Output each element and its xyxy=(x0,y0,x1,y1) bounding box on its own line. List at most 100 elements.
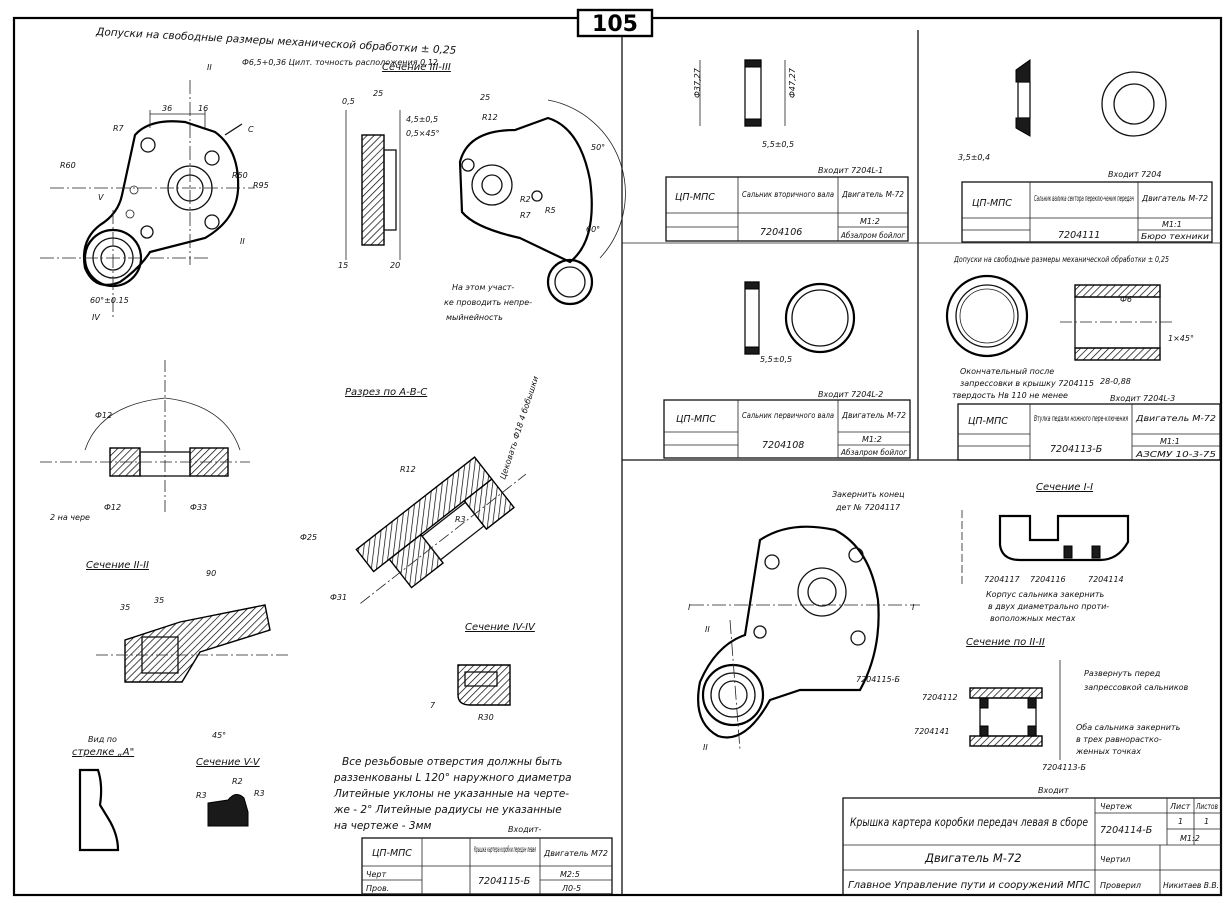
assembly-note-b1: Развернуть перед xyxy=(1084,669,1161,678)
seal-1-dim: 5,5±0,5 xyxy=(762,140,794,149)
section-3-drawing: 25 0,5 4,5±0,5 0,5×45° 15 20 xyxy=(338,89,440,270)
svg-text:R95: R95 xyxy=(253,181,269,190)
assembly-note-a1: Корпус сальника закернить xyxy=(986,590,1104,599)
part-7204141: 7204141 xyxy=(914,727,950,736)
block2-enters: Входит 7204 xyxy=(1108,170,1161,179)
cut-abc-drawing xyxy=(355,456,527,604)
svg-text:35: 35 xyxy=(154,596,164,605)
bush-note-3: твердость Нв 110 не менее xyxy=(952,391,1068,400)
block3-number: 7204108 xyxy=(762,440,804,451)
block2-product: Двигатель М-72 xyxy=(1141,194,1208,203)
main-sheet-label: Лист xyxy=(1169,802,1191,811)
main-enters: Входит xyxy=(1038,786,1069,795)
svg-text:45°: 45° xyxy=(212,731,226,740)
svg-text:0,5: 0,5 xyxy=(342,97,355,106)
section-2-title: Сечение II-II xyxy=(86,560,149,571)
left-product: Двигатель М72 xyxy=(543,849,608,858)
svg-text:90: 90 xyxy=(206,569,216,578)
hole-callout: Ф6,5+0,36 Цилт. точность расположения 0,… xyxy=(242,58,438,67)
bush-title-block: Входит 7204L-3 ЦП-МПС Втулка педали ножн… xyxy=(957,394,1221,461)
block1-org: ЦП-МПС xyxy=(675,192,715,203)
block3-enters: Входит 7204L-2 xyxy=(818,390,883,399)
general-note-5: на чертеже - 3мм xyxy=(334,820,432,832)
page-number-box: 105 xyxy=(576,8,654,38)
svg-text:0,5×45°: 0,5×45° xyxy=(406,129,440,138)
part-7204115b: 7204115-Б xyxy=(856,675,901,684)
svg-text:I: I xyxy=(912,603,915,612)
svg-text:II: II xyxy=(705,625,710,634)
svg-text:R3: R3 xyxy=(254,789,265,798)
block4-scale: М1:1 xyxy=(1160,437,1180,446)
assembly-sec2-title: Сечение по II-II xyxy=(966,637,1045,648)
seal-2-dim: 3,5±0,4 xyxy=(958,153,990,162)
svg-text:4,5±0,5: 4,5±0,5 xyxy=(406,115,438,124)
left-checked-label: Пров. xyxy=(366,884,389,893)
seal-1-title-block: Входит 7204L-1 ЦП-МПС Сальник вторичного… xyxy=(665,166,909,242)
part-7204113b: 7204113-Б xyxy=(1042,763,1087,772)
svg-text:15: 15 xyxy=(338,261,348,270)
main-title-block: Входит Крышка картера коробки передач ле… xyxy=(842,786,1222,896)
svg-text:60°: 60° xyxy=(586,225,600,234)
svg-text:R12: R12 xyxy=(400,465,416,474)
svg-text:R12: R12 xyxy=(482,113,498,122)
block1-enters: Входит 7204L-1 xyxy=(818,166,883,175)
area-note-1: На этом участ- xyxy=(452,283,514,292)
view-a-title-1: Вид по xyxy=(88,735,117,744)
part-7204116: 7204116 xyxy=(1030,575,1066,584)
main-sheets: 1 xyxy=(1204,817,1209,826)
svg-text:II: II xyxy=(703,743,708,752)
svg-text:16: 16 xyxy=(198,104,208,113)
section-5-title: Сечение V-V xyxy=(196,757,261,768)
left-number: 7204115-Б xyxy=(478,876,531,887)
svg-text:25: 25 xyxy=(373,89,383,98)
left-title-block: Входит- ЦП-МПС Черт Пров. Крышка картера… xyxy=(361,825,613,895)
assembly-sec1-drawing xyxy=(961,510,1130,585)
svg-text:Ф12: Ф12 xyxy=(104,503,121,512)
svg-text:R3: R3 xyxy=(455,515,466,524)
svg-text:R3: R3 xyxy=(196,791,207,800)
main-org: Главное Управление пути и сооружений МПС xyxy=(848,880,1090,891)
block4-part: Втулка педали ножного пере-ключения xyxy=(1034,414,1128,423)
seal-3-drawing: 5,5±0,5 xyxy=(744,281,856,364)
main-drawing-label: Чертеж xyxy=(1100,802,1133,811)
block3-product: Двигатель М-72 xyxy=(841,411,906,420)
svg-text:R7: R7 xyxy=(113,124,125,133)
svg-text:R7: R7 xyxy=(520,211,532,220)
section-5-drawing xyxy=(207,794,249,827)
seal-3-dim: 5,5±0,5 xyxy=(760,355,792,364)
svg-text:Ф6: Ф6 xyxy=(1120,295,1132,304)
svg-text:Ф33: Ф33 xyxy=(190,503,207,512)
part-7204117: 7204117 xyxy=(984,575,1021,584)
area-note-3: мыйнейность xyxy=(446,313,503,322)
block1-number: 7204106 xyxy=(760,227,802,238)
main-sheets-label: Листов xyxy=(1195,802,1218,811)
assembly-note-c2: в трех равнорастко- xyxy=(1076,735,1162,744)
block2-author: Бюро техники xyxy=(1141,232,1209,241)
main-assembly-name: Крышка картера коробки передач левая в с… xyxy=(850,815,1088,829)
svg-text:Ф25: Ф25 xyxy=(300,533,317,542)
svg-text:IV: IV xyxy=(92,313,100,322)
cut-abc-title: Разрез по А-В-С xyxy=(345,387,427,398)
assembly-note-c3: женных точках xyxy=(1075,747,1141,756)
svg-text:1×45°: 1×45° xyxy=(1168,334,1194,343)
svg-text:60°±0.15: 60°±0.15 xyxy=(90,296,129,305)
general-note-3: Литейные уклоны не указанные на черте- xyxy=(333,788,569,800)
svg-text:20: 20 xyxy=(390,261,400,270)
bush-tol-note: Допуски на свободные размеры механическо… xyxy=(953,255,1169,264)
area-note-2: ке проводить непре- xyxy=(444,298,532,307)
assembly-note-b2: запрессовкой сальников xyxy=(1084,683,1189,692)
svg-text:2 на чере: 2 на чере xyxy=(50,513,90,522)
thread-note: Цековать Ф18 4 бобышки xyxy=(498,375,540,481)
section-4-title: Сечение IV-IV xyxy=(465,622,536,633)
left-designed-label: Черт xyxy=(366,870,386,879)
view-a-title-2: стрелке „А" xyxy=(72,747,134,758)
page-number: 105 xyxy=(592,12,638,37)
svg-text:35: 35 xyxy=(120,603,130,612)
caulk-note-2: дет № 7204117 xyxy=(835,503,901,512)
left-org: ЦП-МПС xyxy=(372,848,412,859)
svg-text:R2: R2 xyxy=(232,777,243,786)
block4-number: 7204113-Б xyxy=(1050,444,1103,455)
block4-org: ЦП-МПС xyxy=(968,416,1008,427)
part-7204112: 7204112 xyxy=(922,693,958,702)
svg-text:Ф37,27: Ф37,27 xyxy=(693,67,702,98)
